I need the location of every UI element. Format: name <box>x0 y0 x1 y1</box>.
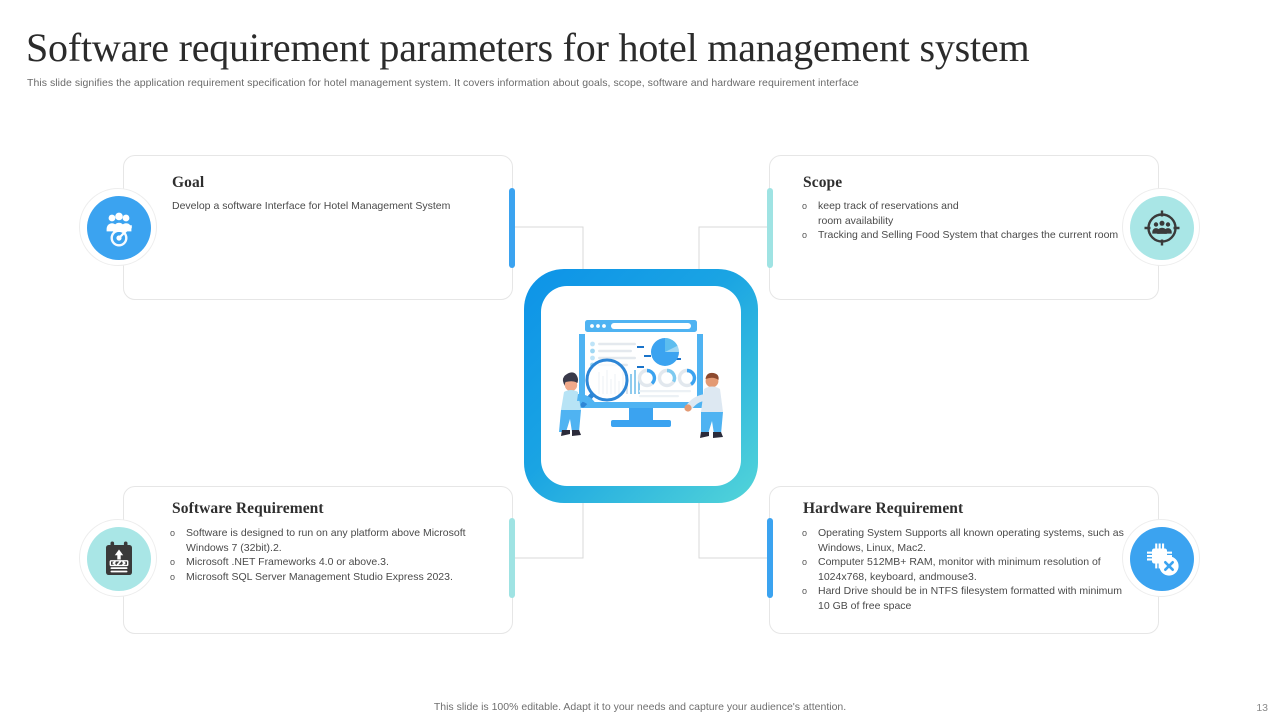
icon-circle-scope[interactable] <box>1122 188 1200 266</box>
list-item: keep track of reservations and room avai… <box>796 199 1136 228</box>
page-title: Software requirement parameters for hote… <box>26 25 1030 70</box>
card-goal-text: Develop a software Interface for Hotel M… <box>172 200 451 212</box>
card-hardware-accent-bar <box>767 518 773 598</box>
slide-header: Software requirement parameters for hote… <box>0 0 1280 110</box>
card-scope-bullets: keep track of reservations and room avai… <box>796 199 1136 243</box>
card-software-body: Software is designed to run on any platf… <box>164 526 504 584</box>
list-item: Operating System Supports all known oper… <box>796 526 1136 555</box>
card-scope-body: keep track of reservations and room avai… <box>796 199 1136 243</box>
crosshair-people-icon <box>1130 196 1194 260</box>
card-scope[interactable]: Scope keep track of reservations and roo… <box>767 155 1159 300</box>
card-goal-body: Develop a software Interface for Hotel M… <box>172 199 482 214</box>
list-item: Computer 512MB+ RAM, monitor with minimu… <box>796 555 1136 584</box>
list-item: Software is designed to run on any platf… <box>164 526 504 555</box>
footer-note: This slide is 100% editable. Adapt it to… <box>433 701 847 713</box>
card-software-requirement[interactable]: Software Requirement Software is designe… <box>123 486 515 634</box>
people-target-icon <box>87 196 151 260</box>
card-hardware-requirement[interactable]: Hardware Requirement Operating System Su… <box>767 486 1159 634</box>
card-software-accent-bar <box>509 518 515 598</box>
list-item: Microsoft SQL Server Management Studio E… <box>164 570 504 585</box>
card-goal-accent-bar <box>509 188 515 268</box>
card-hardware-title: Hardware Requirement <box>803 500 964 517</box>
data-analysis-dashboard-illustration <box>541 286 741 486</box>
icon-circle-software[interactable] <box>79 519 157 597</box>
card-hardware-body: Operating System Supports all known oper… <box>796 526 1136 613</box>
list-item: Microsoft .NET Frameworks 4.0 or above.3… <box>164 555 504 570</box>
list-item: Tracking and Selling Food System that ch… <box>796 228 1136 243</box>
icon-circle-hardware[interactable] <box>1122 519 1200 597</box>
card-scope-title: Scope <box>803 174 843 191</box>
dashboard-illustration-svg <box>559 320 723 438</box>
cpu-tools-icon <box>1130 527 1194 591</box>
list-item: Hard Drive should be in NTFS filesystem … <box>796 584 1136 613</box>
page-subtitle: This slide signifies the application req… <box>27 77 859 89</box>
card-software-bullets: Software is designed to run on any platf… <box>164 526 504 584</box>
code-clipboard-icon <box>87 527 151 591</box>
center-illustration-frame <box>524 269 758 503</box>
card-hardware-bullets: Operating System Supports all known oper… <box>796 526 1136 613</box>
card-scope-accent-bar <box>767 188 773 268</box>
page-number: 13 <box>1256 702 1268 714</box>
card-goal[interactable]: Goal Develop a software Interface for Ho… <box>123 155 515 300</box>
card-software-title: Software Requirement <box>172 500 324 517</box>
icon-circle-goal[interactable] <box>79 188 157 266</box>
card-goal-title: Goal <box>172 174 205 191</box>
